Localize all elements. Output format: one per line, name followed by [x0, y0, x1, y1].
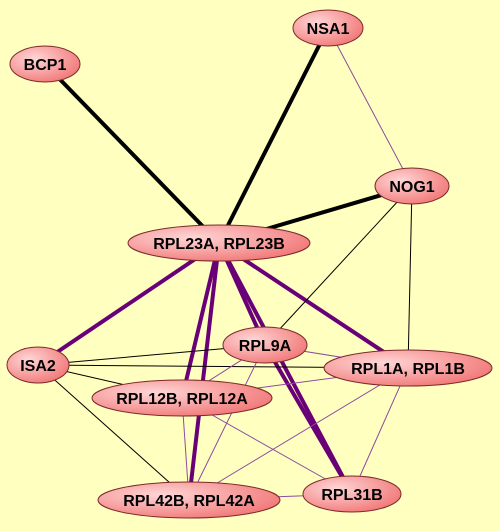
node-shape	[6, 346, 70, 384]
node-label: RPL23A, RPL23B	[153, 236, 285, 253]
node-label: RPL9A	[239, 338, 292, 355]
node-rpl42[interactable]: RPL42B, RPL42A	[97, 481, 281, 519]
node-shape	[127, 224, 311, 262]
node-nsa1[interactable]: NSA1	[292, 9, 364, 47]
node-shape	[222, 326, 308, 364]
node-shape	[97, 481, 281, 519]
node-label: NOG1	[389, 179, 434, 196]
edge-rpl23-rpl12	[180, 241, 221, 400]
node-shape	[374, 167, 450, 205]
node-bcp1[interactable]: BCP1	[9, 45, 81, 83]
node-rpl23[interactable]: RPL23A, RPL23B	[127, 224, 311, 262]
node-shape	[302, 475, 402, 513]
node-shape	[292, 9, 364, 47]
edge-nog1-rpl1	[407, 185, 413, 369]
node-rpl1[interactable]: RPL1A, RPL1B	[323, 349, 493, 387]
edge-rpl23-rpl1	[217, 241, 410, 370]
node-rpl9a[interactable]: RPL9A	[222, 326, 308, 364]
node-shape	[9, 45, 81, 83]
node-rpl31b[interactable]: RPL31B	[302, 475, 402, 513]
edge-rpl23-isa2	[36, 241, 221, 367]
node-shape	[91, 379, 273, 417]
node-label: NSA1	[307, 21, 350, 38]
edge-nsa1-nog1	[327, 27, 413, 187]
node-label: RPL31B	[321, 487, 382, 504]
edge-rpl23-rpl42	[187, 241, 221, 502]
node-shape	[323, 349, 493, 387]
edge-bcp1-rpl23	[43, 62, 221, 245]
edge-rpl9a-rpl42	[188, 344, 266, 501]
edge-nsa1-rpl23	[217, 26, 330, 245]
edge-rpl1-rpl42	[188, 367, 409, 501]
node-label: ISA2	[20, 358, 56, 375]
node-rpl12[interactable]: RPL12B, RPL12A	[91, 379, 273, 417]
edge-layer	[36, 26, 414, 502]
edge-rpl9a-rpl31b	[263, 343, 354, 496]
edge-isa2-rpl42	[37, 364, 190, 501]
edge-nog1-rpl9a	[264, 185, 413, 346]
node-label: RPL1A, RPL1B	[351, 361, 465, 378]
node-isa2[interactable]: ISA2	[6, 346, 70, 384]
node-label: RPL42B, RPL42A	[123, 493, 255, 510]
node-label: BCP1	[24, 57, 67, 74]
edge-rpl1-rpl31b	[351, 367, 409, 495]
node-label: RPL12B, RPL12A	[116, 391, 248, 408]
node-nog1[interactable]: NOG1	[374, 167, 450, 205]
